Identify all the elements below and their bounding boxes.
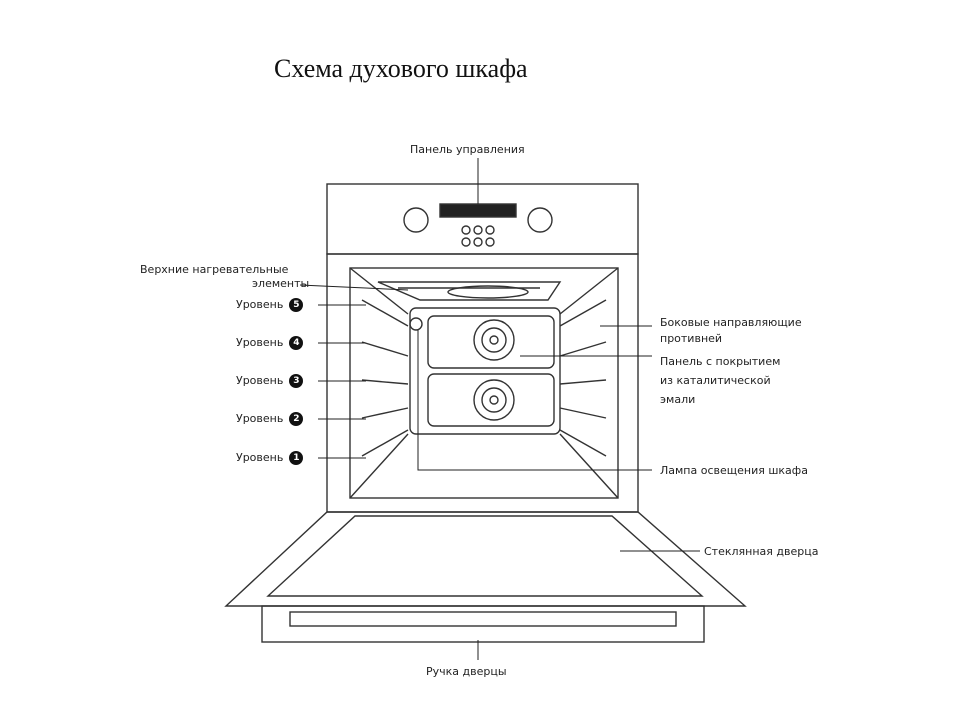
level-badge: 5 xyxy=(289,297,304,312)
level-2-label: Уровень 2 xyxy=(236,411,304,426)
label-glass-door: Стеклянная дверца xyxy=(704,545,819,558)
oven-cavity xyxy=(349,267,619,499)
level-3-label: Уровень 3 xyxy=(236,373,304,388)
label-top-heaters-2: элементы xyxy=(252,277,310,290)
label-catalytic-3: эмали xyxy=(660,393,696,406)
level-text: Уровень xyxy=(236,451,284,464)
level-text: Уровень xyxy=(236,412,284,425)
control-panel-box xyxy=(326,183,639,255)
label-control-panel: Панель управления xyxy=(410,143,525,156)
label-side-guides-2: противней xyxy=(660,332,723,345)
level-4-label: Уровень 4 xyxy=(236,335,304,350)
left-rack-guides xyxy=(361,299,409,457)
catalytic-back-panel xyxy=(409,307,561,435)
top-heater-element xyxy=(377,281,562,301)
label-lamp: Лампа освещения шкафа xyxy=(660,464,808,477)
level-5-label: Уровень 5 xyxy=(236,297,304,312)
level-text: Уровень xyxy=(236,374,284,387)
label-catalytic-2: из каталитической xyxy=(660,374,771,387)
open-door xyxy=(224,511,747,607)
glass-door-panel xyxy=(266,515,704,597)
level-text: Уровень xyxy=(236,298,284,311)
door-bottom xyxy=(261,605,705,643)
upper-fan xyxy=(473,319,515,361)
lower-fan xyxy=(473,379,515,421)
label-side-guides-1: Боковые направляющие xyxy=(660,316,802,329)
page-title: Схема духового шкафа xyxy=(274,54,528,83)
label-door-handle: Ручка дверцы xyxy=(426,665,507,678)
level-badge: 3 xyxy=(289,373,304,388)
label-top-heaters-1: Верхние нагревательные xyxy=(140,263,289,276)
level-badge: 2 xyxy=(289,411,304,426)
level-text: Уровень xyxy=(236,336,284,349)
level-badge: 1 xyxy=(289,450,304,465)
label-catalytic-1: Панель с покрытием xyxy=(660,355,781,368)
level-badge: 4 xyxy=(289,335,304,350)
control-buttons xyxy=(461,225,495,247)
right-rack-guides xyxy=(559,299,607,457)
level-1-label: Уровень 1 xyxy=(236,450,304,465)
left-knob xyxy=(403,207,429,233)
display-window xyxy=(439,203,517,218)
oven-lamp xyxy=(409,317,423,331)
door-handle xyxy=(289,611,677,627)
right-knob xyxy=(527,207,553,233)
